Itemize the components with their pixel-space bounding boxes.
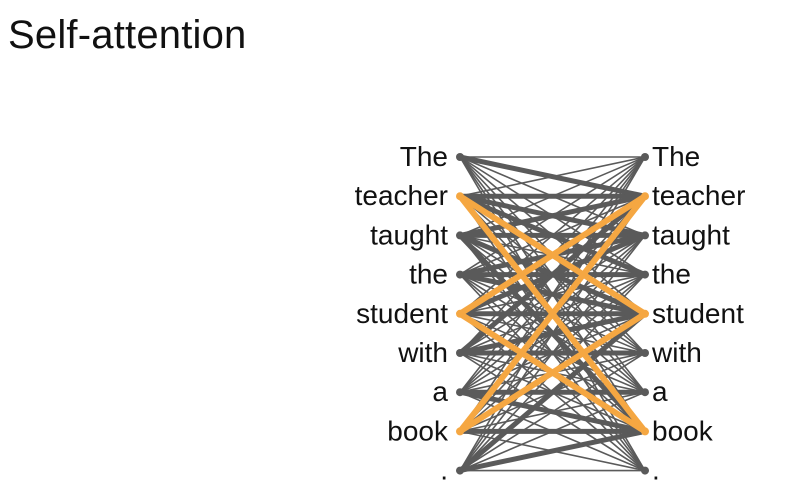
attention-edge-highlighted-7-4 <box>457 310 648 435</box>
right-token-labels: The teacher taught the student with a book. <box>651 141 745 486</box>
left-node-7 <box>456 427 464 436</box>
attention-edges-highlighted <box>457 193 648 435</box>
right-token-1: teacher <box>652 180 745 211</box>
left-token-1: teacher <box>355 180 448 211</box>
left-token-2: taught <box>370 219 448 250</box>
left-token-0: The <box>400 141 448 172</box>
left-token-3: the <box>409 259 448 290</box>
right-node-1 <box>641 192 649 201</box>
left-node-2 <box>456 231 464 240</box>
left-token-7: book <box>387 415 449 446</box>
right-token-8: . <box>652 455 660 486</box>
right-node-2 <box>641 231 649 240</box>
right-token-0: The <box>652 141 700 172</box>
left-node-6 <box>456 388 464 397</box>
right-node-3 <box>641 270 649 279</box>
right-token-4: student <box>652 298 744 329</box>
left-token-8: . <box>440 455 448 486</box>
left-node-3 <box>456 270 464 279</box>
left-node-5 <box>456 349 464 357</box>
right-node-6 <box>641 388 649 397</box>
attention-edge-strong-8-4 <box>457 311 648 474</box>
right-token-6: a <box>652 376 668 407</box>
attention-edge-highlighted-7-1 <box>457 193 648 435</box>
attention-edge-strong-6-7 <box>457 389 648 434</box>
left-node-0 <box>456 153 464 161</box>
right-node-8 <box>641 466 649 475</box>
slide-title: Self-attention <box>8 13 247 57</box>
attention-edge-highlighted-4-1 <box>457 193 648 317</box>
attention-edge-strong-2-7 <box>457 232 648 434</box>
right-node-5 <box>641 349 649 357</box>
right-node-0 <box>641 153 649 161</box>
attention-edge-strong-8-7 <box>457 428 648 474</box>
right-node-7 <box>641 427 649 436</box>
attention-edge-strong-5-1 <box>457 193 648 356</box>
left-token-5: with <box>397 337 448 368</box>
left-token-4: student <box>356 298 448 329</box>
right-token-3: the <box>652 259 691 290</box>
right-token-5: with <box>651 337 702 368</box>
left-token-labels: The teacher taught the student with a book. <box>355 141 449 486</box>
right-node-4 <box>641 309 649 318</box>
left-node-4 <box>456 309 464 318</box>
attention-edge-strong-0-1 <box>457 154 648 199</box>
left-token-6: a <box>432 376 448 407</box>
attention-edge-strong-2-1 <box>457 193 648 238</box>
right-token-7: book <box>652 415 714 446</box>
left-node-1 <box>456 192 464 201</box>
token-nodes <box>456 153 649 475</box>
right-token-2: taught <box>652 219 730 250</box>
attention-edge-strong-3-4 <box>457 272 648 317</box>
left-node-8 <box>456 466 464 475</box>
